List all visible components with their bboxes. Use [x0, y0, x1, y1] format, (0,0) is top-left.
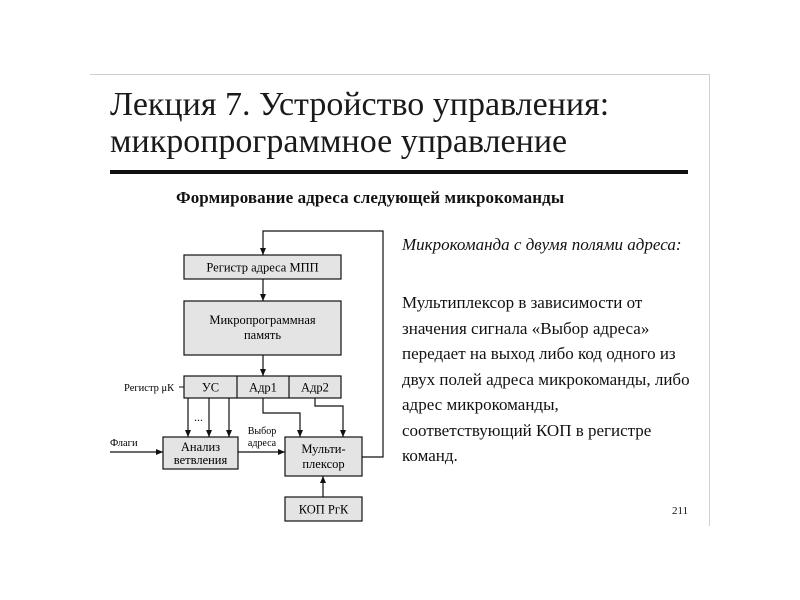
branch-analysis-label-2: ветвления: [174, 453, 228, 467]
page-number: 211: [672, 505, 689, 517]
multiplexer-label-1: Мульти-: [301, 442, 345, 456]
slide-title: Лекция 7. Устройство управления: микропр…: [110, 86, 700, 160]
diagram-caption: Микрокоманда с двумя полями адреса:: [402, 235, 682, 254]
slide-subtitle: Формирование адреса следующей микрокоман…: [176, 188, 565, 207]
micro-memory-label-2: память: [244, 328, 281, 342]
us-outputs-ellipsis: ...: [194, 410, 203, 424]
select-address-label-1: Выбор: [248, 426, 276, 437]
kop-rgk-box: [284, 496, 363, 522]
feedback-arrow: [260, 230, 384, 458]
explanation-text: Мультиплексор в зависимости от значения …: [402, 293, 690, 465]
select-address-label-2: адреса: [248, 438, 277, 449]
kop-rgk-label: КОП РгК: [299, 503, 349, 517]
title-line-1: Лекция 7. Устройство управления:: [110, 86, 610, 123]
multiplexer-label-2: плексор: [302, 457, 344, 471]
branch-analysis-box: [162, 436, 239, 470]
field-adr1-label: Адр1: [249, 381, 277, 395]
register-uk-label: Регистр μК: [124, 383, 175, 394]
multiplexer-box: [284, 436, 363, 477]
register-mpp-label: Регистр адреса МПП: [206, 261, 318, 275]
micro-memory-box: [183, 300, 342, 356]
slide-top-rule: [90, 74, 710, 75]
adr1-to-mux-arrow: [262, 398, 303, 437]
title-line-2: микропрограммное управление: [110, 123, 568, 160]
adr2-to-mux-arrow: [314, 398, 346, 437]
micro-memory-label-1: Микропрограммная: [209, 313, 316, 327]
flags-label: Флаги: [110, 438, 138, 449]
title-underline: [110, 170, 688, 174]
branch-analysis-label-1: Анализ: [181, 440, 220, 454]
slide-right-rule: [709, 74, 710, 526]
field-adr2-label: Адр2: [301, 381, 329, 395]
field-us-label: УС: [202, 381, 219, 395]
